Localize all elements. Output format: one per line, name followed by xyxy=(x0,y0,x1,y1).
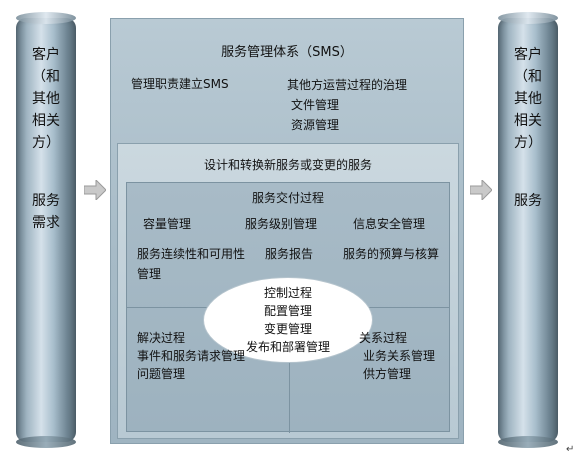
sms-outer-box: 服务管理体系（SMS） 管理职责建立SMS 其他方运营过程的治理 文件管理 资源… xyxy=(110,18,464,444)
control-item: 发布和部署管理 xyxy=(245,340,330,354)
right-customer-cylinder: 客户 （和 其他 相关 方） 服务 xyxy=(498,12,558,448)
control-item: 配置管理 xyxy=(263,304,312,318)
relationship-item: 业务关系管理 xyxy=(363,349,436,363)
right-flow-arrow-icon xyxy=(470,180,492,200)
delivery-item: 信息安全管理 xyxy=(353,217,426,231)
relationship-process-block: 关系过程 业务关系管理 供方管理 xyxy=(359,329,435,383)
sms-right-item: 资源管理 xyxy=(291,118,340,132)
return-mark-icon: ↵ xyxy=(566,444,575,455)
delivery-item: 服务报告 xyxy=(265,247,314,261)
control-process-ellipse: 控制过程 配置管理 变更管理 发布和部署管理 xyxy=(203,277,373,363)
control-item: 变更管理 xyxy=(263,322,312,336)
delivery-item: 服务的预算与核算 xyxy=(343,247,440,261)
resolution-title: 解决过程 xyxy=(137,331,186,345)
delivery-item: 管理 xyxy=(137,267,162,281)
right-cylinder-customer-label: 客户 （和 其他 相关 方） xyxy=(514,47,542,151)
delivery-item: 服务级别管理 xyxy=(245,217,318,231)
sms-left-item: 管理职责建立SMS xyxy=(131,77,229,91)
left-flow-arrow-icon xyxy=(84,180,106,200)
sms-title: 服务管理体系（SMS） xyxy=(221,45,353,60)
resolution-item: 问题管理 xyxy=(137,367,186,381)
design-transition-title: 设计和转换新服务或变更的服务 xyxy=(203,158,372,172)
right-cylinder-service-label: 服务 xyxy=(514,193,542,209)
relationship-item: 供方管理 xyxy=(363,367,412,381)
sms-right-item: 其他方运营过程的治理 xyxy=(287,78,408,92)
sms-right-item: 文件管理 xyxy=(291,98,340,112)
delivery-item: 容量管理 xyxy=(143,217,192,231)
service-delivery-box: 服务交付过程 容量管理 服务级别管理 信息安全管理 服务连续性和可用性 管理 服… xyxy=(126,182,450,433)
left-cylinder-customer-label: 客户 （和 其他 相关 方） xyxy=(32,47,60,151)
sms-right-items: 其他方运营过程的治理 文件管理 资源管理 xyxy=(287,75,457,135)
service-delivery-title: 服务交付过程 xyxy=(251,191,324,205)
delivery-item: 服务连续性和可用性 xyxy=(137,247,246,261)
control-item: 控制过程 xyxy=(263,286,312,300)
left-customer-cylinder: 客户 （和 其他 相关 方） 服务 需求 xyxy=(16,12,76,448)
left-cylinder-service-request-label: 服务 需求 xyxy=(32,193,60,231)
design-transition-box: 设计和转换新服务或变更的服务 服务交付过程 容量管理 服务级别管理 信息安全管理… xyxy=(117,143,459,439)
relationship-title: 关系过程 xyxy=(359,331,408,345)
resolution-item: 事件和服务请求管理 xyxy=(137,349,246,363)
resolution-process-block: 解决过程 事件和服务请求管理 问题管理 xyxy=(137,329,245,383)
delivery-vertical-divider xyxy=(289,307,290,433)
